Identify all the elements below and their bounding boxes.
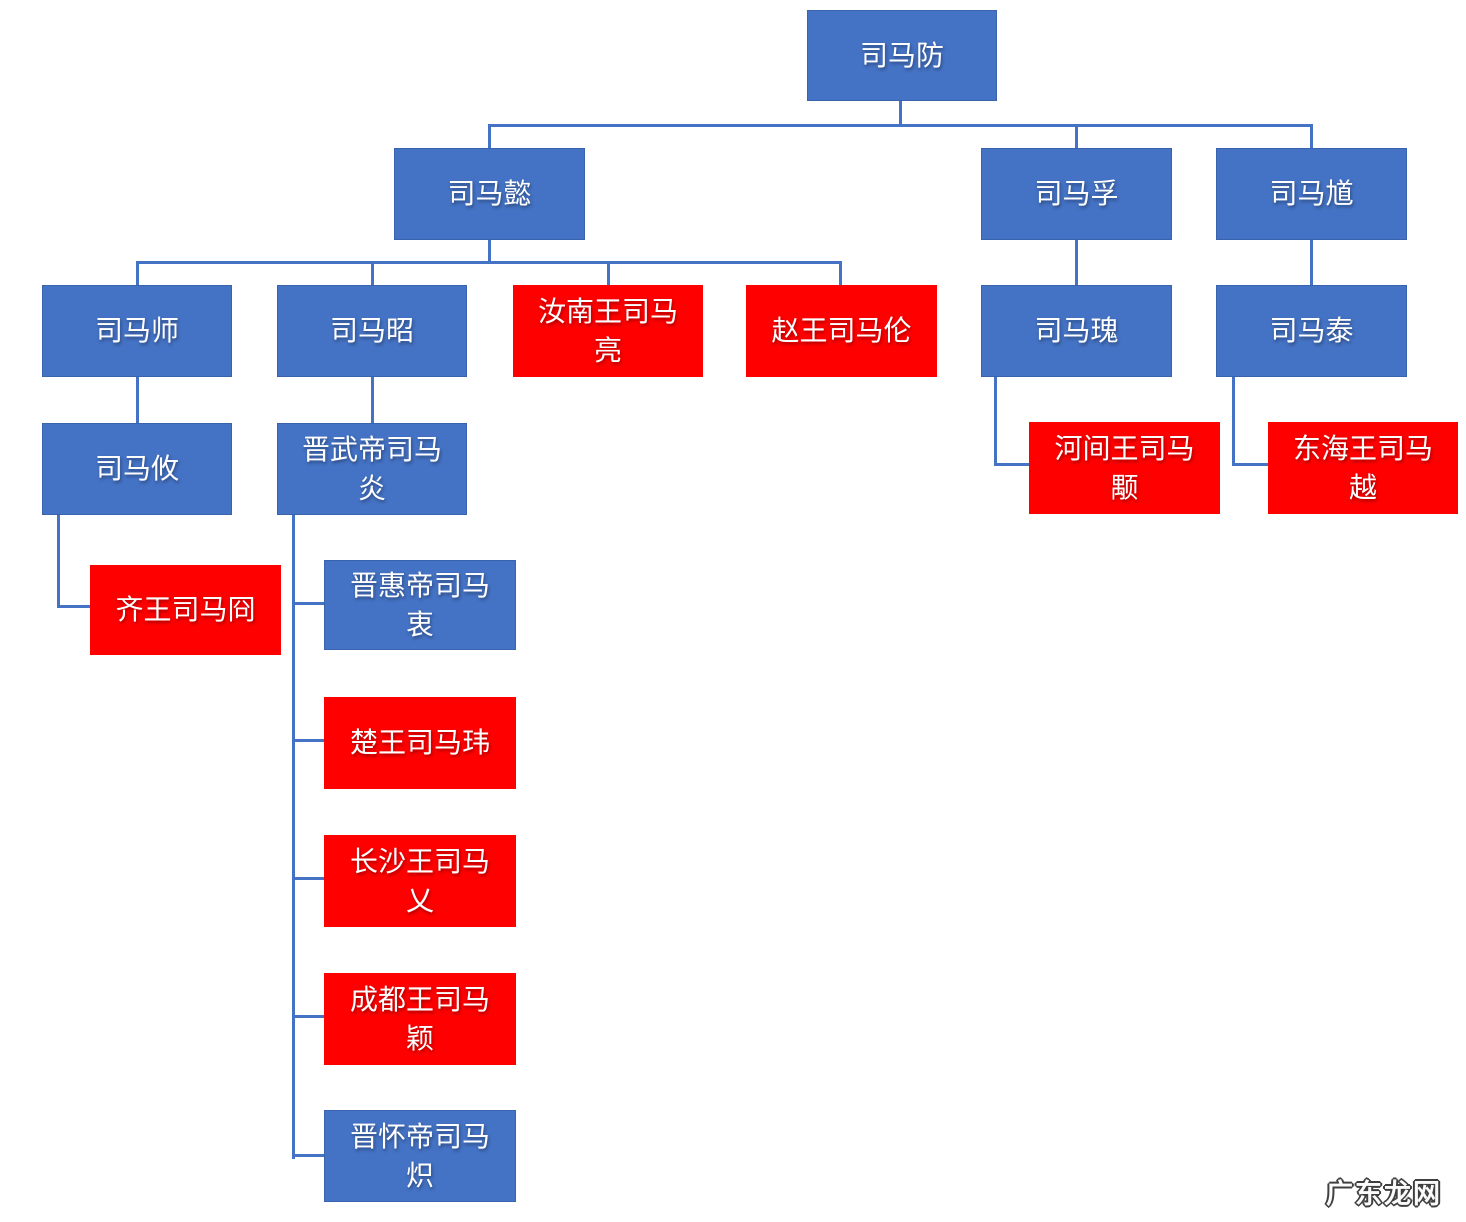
connector-drop-simafu bbox=[1075, 124, 1078, 149]
connector-stub-simazhong bbox=[295, 602, 324, 605]
connector-simakui-simatai bbox=[1310, 240, 1313, 285]
connector-simayi-down bbox=[488, 240, 491, 263]
connector-simatai-simayue-vertical bbox=[1232, 377, 1235, 466]
connector-drop-simaliang bbox=[607, 261, 610, 286]
node-simayue-prince-donghai: 东海王司马越 bbox=[1268, 422, 1458, 514]
connector-stub-simachi bbox=[295, 1154, 324, 1157]
connector-drop-simashi bbox=[136, 261, 139, 286]
node-simazhong-emperor-hui: 晋惠帝司马衷 bbox=[324, 560, 516, 650]
node-simazhao: 司马昭 bbox=[277, 285, 467, 377]
watermark: 广东龙网 bbox=[1326, 1179, 1442, 1209]
node-simawei-prince-chu: 楚王司马玮 bbox=[324, 697, 516, 789]
node-simayou: 司马攸 bbox=[42, 423, 232, 515]
connector-simagui-simayong-vertical bbox=[994, 377, 997, 466]
connector-level1-rail bbox=[488, 124, 1313, 127]
connector-simafang-down bbox=[899, 100, 902, 126]
node-simajiong-prince-qi: 齐王司马冏 bbox=[90, 565, 281, 655]
node-simachi-emperor-huai: 晋怀帝司马炽 bbox=[324, 1110, 516, 1202]
node-simafang: 司马防 bbox=[807, 10, 997, 101]
connector-stub-simawei bbox=[295, 739, 324, 742]
node-simaliang-prince-runan: 汝南王司马亮 bbox=[513, 285, 703, 377]
node-simatai: 司马泰 bbox=[1216, 285, 1407, 377]
connector-simashi-simayou bbox=[136, 377, 139, 423]
node-simashi: 司马师 bbox=[42, 285, 232, 377]
connector-stub-simaai bbox=[295, 877, 324, 880]
node-simayi: 司马懿 bbox=[394, 148, 585, 240]
connector-drop-simakui bbox=[1310, 124, 1313, 149]
connector-simafu-simagui bbox=[1075, 240, 1078, 285]
node-simafu: 司马孚 bbox=[981, 148, 1172, 240]
node-simayan-emperor-wu: 晋武帝司马炎 bbox=[277, 423, 467, 515]
connector-simayou-simajiong-vertical bbox=[57, 515, 60, 608]
node-simaai-prince-changsha: 长沙王司马乂 bbox=[324, 835, 516, 927]
node-simayong-prince-hejian: 河间王司马颙 bbox=[1029, 422, 1220, 514]
connector-drop-simazhao bbox=[371, 261, 374, 286]
connector-simayou-simajiong-horizontal bbox=[57, 605, 90, 608]
connector-level2-rail bbox=[136, 261, 842, 264]
connector-simatai-simayue-horizontal bbox=[1232, 463, 1268, 466]
node-simaying-prince-chengdu: 成都王司马颖 bbox=[324, 973, 516, 1065]
node-simalun-prince-zhao: 赵王司马伦 bbox=[746, 285, 937, 377]
connector-drop-simayi bbox=[488, 124, 491, 149]
connector-simazhao-simayan bbox=[371, 377, 374, 423]
connector-stub-simaying bbox=[295, 1015, 324, 1018]
connector-simagui-simayong-horizontal bbox=[994, 463, 1029, 466]
node-simakui: 司马馗 bbox=[1216, 148, 1407, 240]
connector-drop-simalun bbox=[839, 261, 842, 286]
connector-simayan-spine bbox=[292, 515, 295, 1159]
node-simagui: 司马瑰 bbox=[981, 285, 1172, 377]
